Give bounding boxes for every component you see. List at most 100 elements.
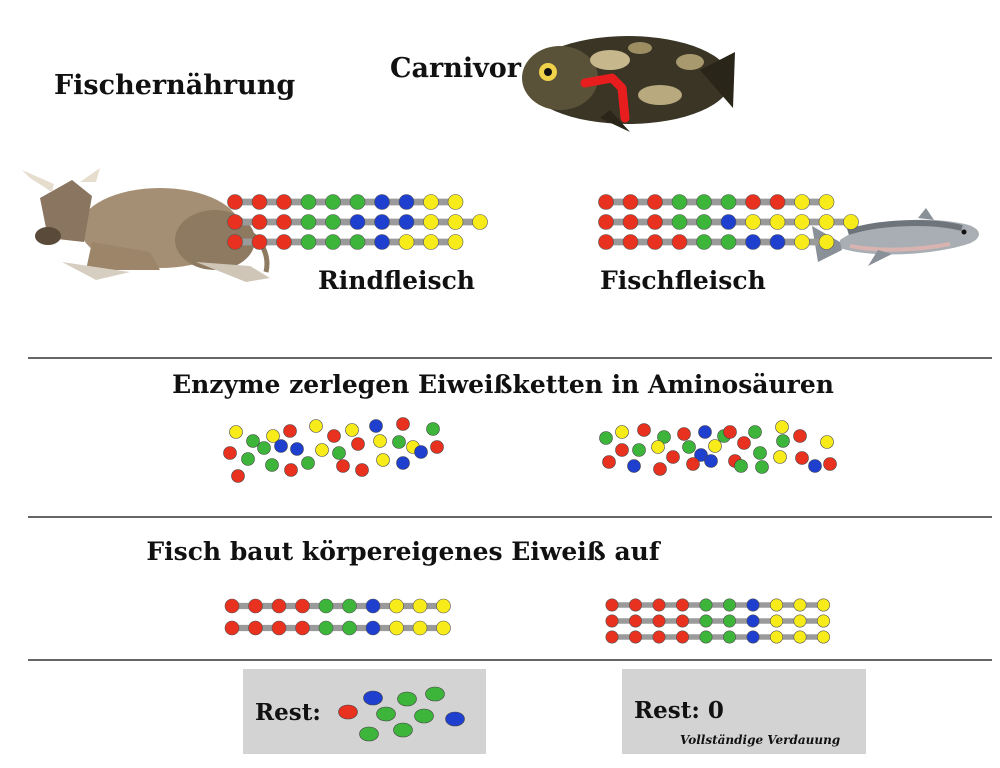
amino-acid-bead (647, 194, 663, 210)
free-amino-acid (632, 443, 646, 457)
amino-acid-bead (398, 194, 415, 210)
amino-acid-bead (622, 194, 639, 210)
amino-acid-bead (436, 620, 451, 636)
amino-acid-bead (793, 598, 807, 612)
amino-acid-bead (365, 620, 381, 636)
amino-acid-bead (722, 630, 736, 644)
amino-acid-bead (671, 194, 688, 210)
free-amino-acid (704, 454, 718, 468)
amino-acid-bead (745, 194, 761, 210)
free-amino-acid (301, 456, 315, 470)
amino-acid-bead (628, 630, 642, 644)
free-amino-acid (274, 439, 288, 453)
amino-acid-bead (374, 214, 390, 230)
free-amino-acid (602, 455, 616, 469)
amino-acid-bead (300, 234, 317, 250)
carnivor-label: Carnivor (390, 53, 522, 84)
amino-acid-bead (818, 214, 835, 230)
amino-acid-bead (699, 630, 713, 644)
amino-acid-bead (276, 234, 292, 250)
amino-acid-bead (816, 614, 830, 628)
free-amino-acid (666, 450, 680, 464)
free-amino-acid (223, 446, 237, 460)
free-amino-acid (396, 417, 410, 431)
amino-acid-bead (447, 194, 464, 210)
amino-acid-bead (605, 614, 619, 628)
free-amino-acid (332, 446, 346, 460)
amino-acid-bead (794, 194, 810, 210)
free-amino-acid (823, 457, 837, 471)
amino-acid-bead (271, 598, 287, 614)
free-amino-acid (723, 425, 737, 439)
free-amino-acid (795, 451, 809, 465)
free-amino-acid (708, 439, 722, 453)
amino-acid-bead (318, 620, 334, 636)
amino-acid-bead (436, 598, 451, 614)
complete-digestion-note: Vollständige Verdauung (680, 733, 841, 747)
amino-acid-bead (398, 214, 415, 230)
free-amino-acid (283, 424, 297, 438)
amino-acid-bead (720, 194, 737, 210)
free-amino-acid (345, 423, 359, 437)
amino-acid-bead (276, 194, 292, 210)
amino-acid-bead (769, 234, 786, 250)
free-amino-acid (653, 462, 667, 476)
amino-acid-bead (342, 620, 357, 636)
amino-acid-bead (389, 620, 404, 636)
amino-acid-bead (622, 214, 639, 230)
free-amino-acid (615, 443, 629, 457)
free-amino-acid (309, 419, 323, 433)
amino-acid-bead (412, 620, 428, 636)
free-amino-acid (808, 459, 822, 473)
free-amino-acid (396, 456, 410, 470)
free-amino-acid (290, 442, 304, 456)
free-amino-acid (775, 420, 789, 434)
amino-acid-bead (816, 598, 830, 612)
beef-protein-chains (227, 194, 488, 250)
amino-acid-bead (300, 214, 317, 230)
amino-acid-bead (598, 214, 614, 230)
free-amino-acid (355, 463, 369, 477)
amino-acids-beef (223, 417, 444, 483)
amino-acid-bead (652, 630, 666, 644)
amino-acid-bead (251, 194, 268, 210)
free-amino-acid (241, 452, 255, 466)
carnivor-fish-icon (522, 36, 735, 132)
amino-acid-bead (696, 234, 712, 250)
amino-acid-bead (793, 614, 807, 628)
free-amino-acid (615, 425, 629, 439)
amino-acid-bead (374, 194, 390, 210)
free-amino-acid (426, 422, 440, 436)
rest-label-beef: Rest: (255, 699, 321, 726)
amino-acid-bead (224, 620, 240, 636)
amino-acid-bead (276, 214, 292, 230)
amino-acid-bead (251, 234, 268, 250)
fischfleisch-label: Fischfleisch (600, 266, 766, 295)
free-amino-acid (748, 425, 762, 439)
amino-acid-bead (271, 620, 287, 636)
amino-acid-bead (746, 598, 760, 612)
amino-acid-bead (745, 214, 761, 230)
free-amino-acid (627, 459, 641, 473)
free-amino-acid (373, 434, 387, 448)
amino-acid-bead (227, 194, 243, 210)
amino-acid-bead (412, 598, 428, 614)
amino-acid-bead (647, 214, 663, 230)
free-amino-acid (284, 463, 298, 477)
cow-icon (22, 168, 270, 282)
amino-acid-bead (224, 598, 240, 614)
free-amino-acid (414, 445, 428, 459)
free-amino-acid (651, 440, 665, 454)
amino-acid-bead (472, 214, 488, 230)
amino-acid-bead (699, 614, 713, 628)
amino-acid-bead (227, 214, 243, 230)
amino-acid-bead (628, 598, 642, 612)
free-amino-acid (773, 450, 787, 464)
amino-acid-bead (696, 214, 712, 230)
amino-acid-bead (769, 614, 783, 628)
diagram-title: Fischernährung (54, 70, 296, 101)
free-amino-acid (820, 435, 834, 449)
trout-icon (812, 208, 979, 266)
free-amino-acid (776, 434, 790, 448)
free-amino-acid (229, 425, 243, 439)
